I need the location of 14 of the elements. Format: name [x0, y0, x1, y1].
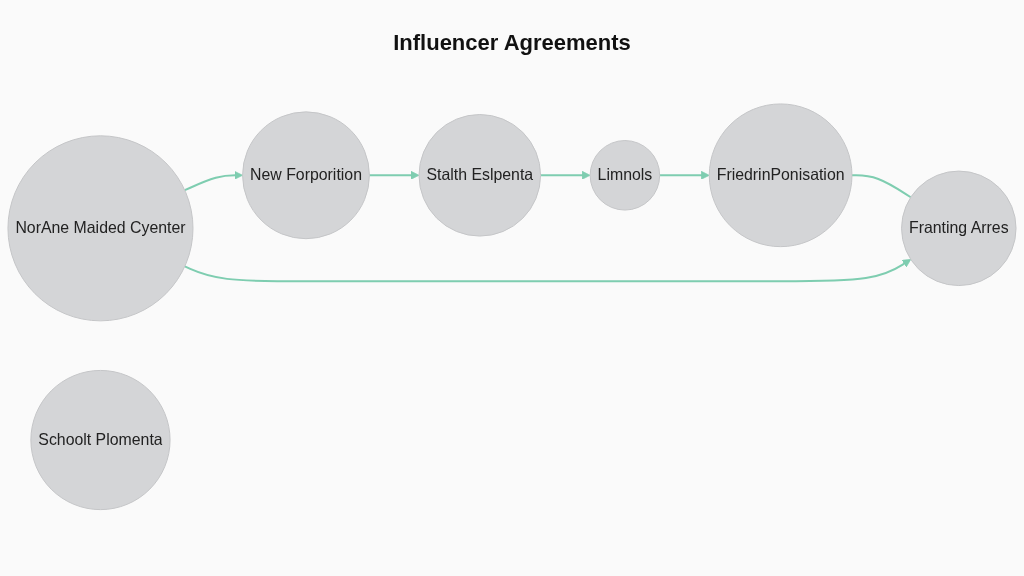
node-circle: Stalth Eslpenta: [418, 114, 542, 237]
arrow: [183, 171, 243, 192]
connector: [851, 174, 912, 199]
node-circle: New Forporition: [242, 111, 370, 240]
node-circle: Franting Arres: [901, 170, 1017, 287]
node-circle: FriedrinPonisation: [708, 103, 853, 248]
diagram-title: Influencer Agreements: [392, 30, 632, 56]
arrow: [183, 259, 912, 283]
arrow: [658, 171, 710, 180]
node-circle: Limnols: [589, 140, 661, 211]
node-circle: Schoolt Plomenta: [30, 370, 171, 511]
arrow: [368, 171, 420, 180]
node-circle: NorAne Maided Cyenter: [7, 135, 194, 322]
arrow: [539, 171, 591, 180]
